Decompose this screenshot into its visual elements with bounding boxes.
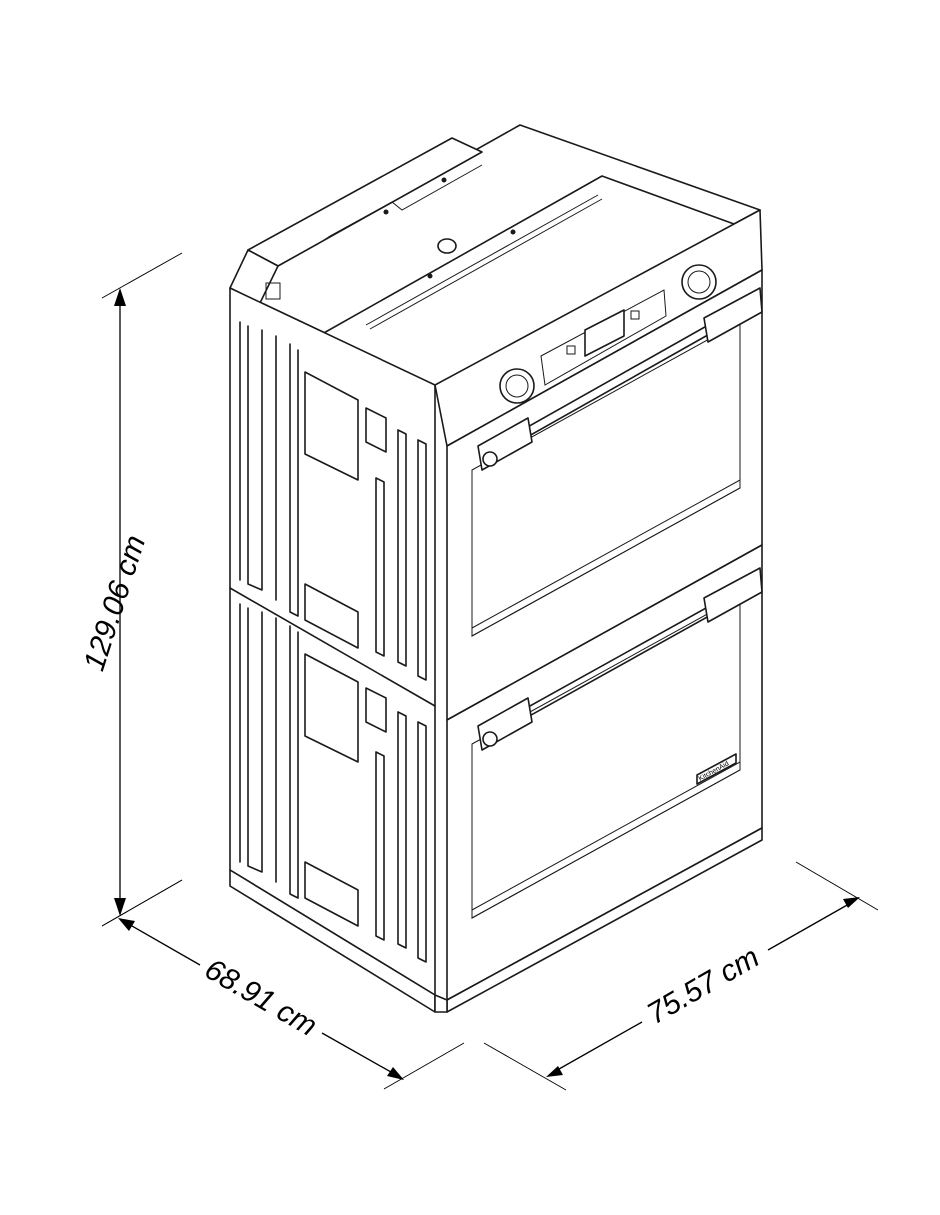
top-screw-c — [383, 209, 389, 215]
cord-clamp — [437, 238, 457, 254]
rib — [397, 711, 407, 949]
side-ribs-upper — [239, 321, 427, 681]
width-label: 75.57 cm — [642, 941, 765, 1031]
display-button-left — [566, 345, 576, 355]
side-ribs-lower — [239, 603, 427, 963]
depth-dimension-line-a — [124, 921, 201, 966]
side-cutout-small — [365, 407, 387, 453]
top-vent-slot-b — [369, 198, 603, 330]
top-screw-d — [441, 177, 447, 183]
lower-door-handle — [477, 567, 763, 751]
rib — [417, 721, 427, 963]
top-vent-slot-a — [365, 194, 599, 326]
depth-label: 68.91 cm — [199, 953, 322, 1043]
side-cutout-upper — [304, 653, 359, 763]
top-screw-a — [510, 229, 516, 235]
oven-body: KitchenAid — [229, 124, 763, 1013]
rib — [247, 607, 263, 873]
display-button-right — [630, 310, 640, 320]
front-corner-foot — [434, 994, 448, 1013]
rib — [289, 343, 299, 617]
upper-door-handle — [477, 287, 763, 471]
width-arrow-left — [546, 1066, 563, 1077]
height-extension-top — [101, 252, 183, 299]
side-seam — [229, 587, 436, 707]
rib — [375, 477, 385, 657]
height-arrow-bottom — [114, 898, 126, 916]
side-cutout-lower — [304, 861, 359, 927]
height-arrow-top — [114, 288, 126, 306]
width-extension-right — [795, 861, 879, 911]
width-extension-left — [483, 1042, 567, 1091]
width-arrow-right — [843, 897, 860, 908]
depth-extension-right — [383, 1042, 465, 1090]
rib — [375, 751, 385, 941]
bracket-step — [277, 164, 483, 267]
bracket-tab-square — [265, 282, 281, 300]
upper-window-bottom-strip — [471, 479, 741, 637]
rib — [397, 429, 407, 667]
rib — [417, 439, 427, 681]
depth-arrow-right — [387, 1067, 404, 1080]
lower-window-bottom-strip — [471, 761, 741, 919]
side-cutout-upper — [304, 371, 359, 481]
rib — [247, 325, 263, 591]
depth-dimension-line-b — [321, 1032, 399, 1077]
depth-extension-left — [101, 879, 183, 927]
side-cutout-lower — [304, 583, 359, 649]
side-cutout-small — [365, 687, 387, 733]
height-label: 129.06 cm — [78, 531, 153, 674]
right-control-knob — [681, 264, 717, 300]
width-dimension-line-a — [551, 1021, 643, 1074]
height-dimension: 129.06 cm — [78, 252, 183, 927]
rib — [289, 625, 299, 899]
display-screen — [584, 309, 625, 357]
top-screw-b — [427, 273, 433, 279]
depth-arrow-left — [118, 918, 135, 931]
left-control-knob — [499, 368, 535, 404]
width-dimension-line-b — [767, 899, 857, 951]
